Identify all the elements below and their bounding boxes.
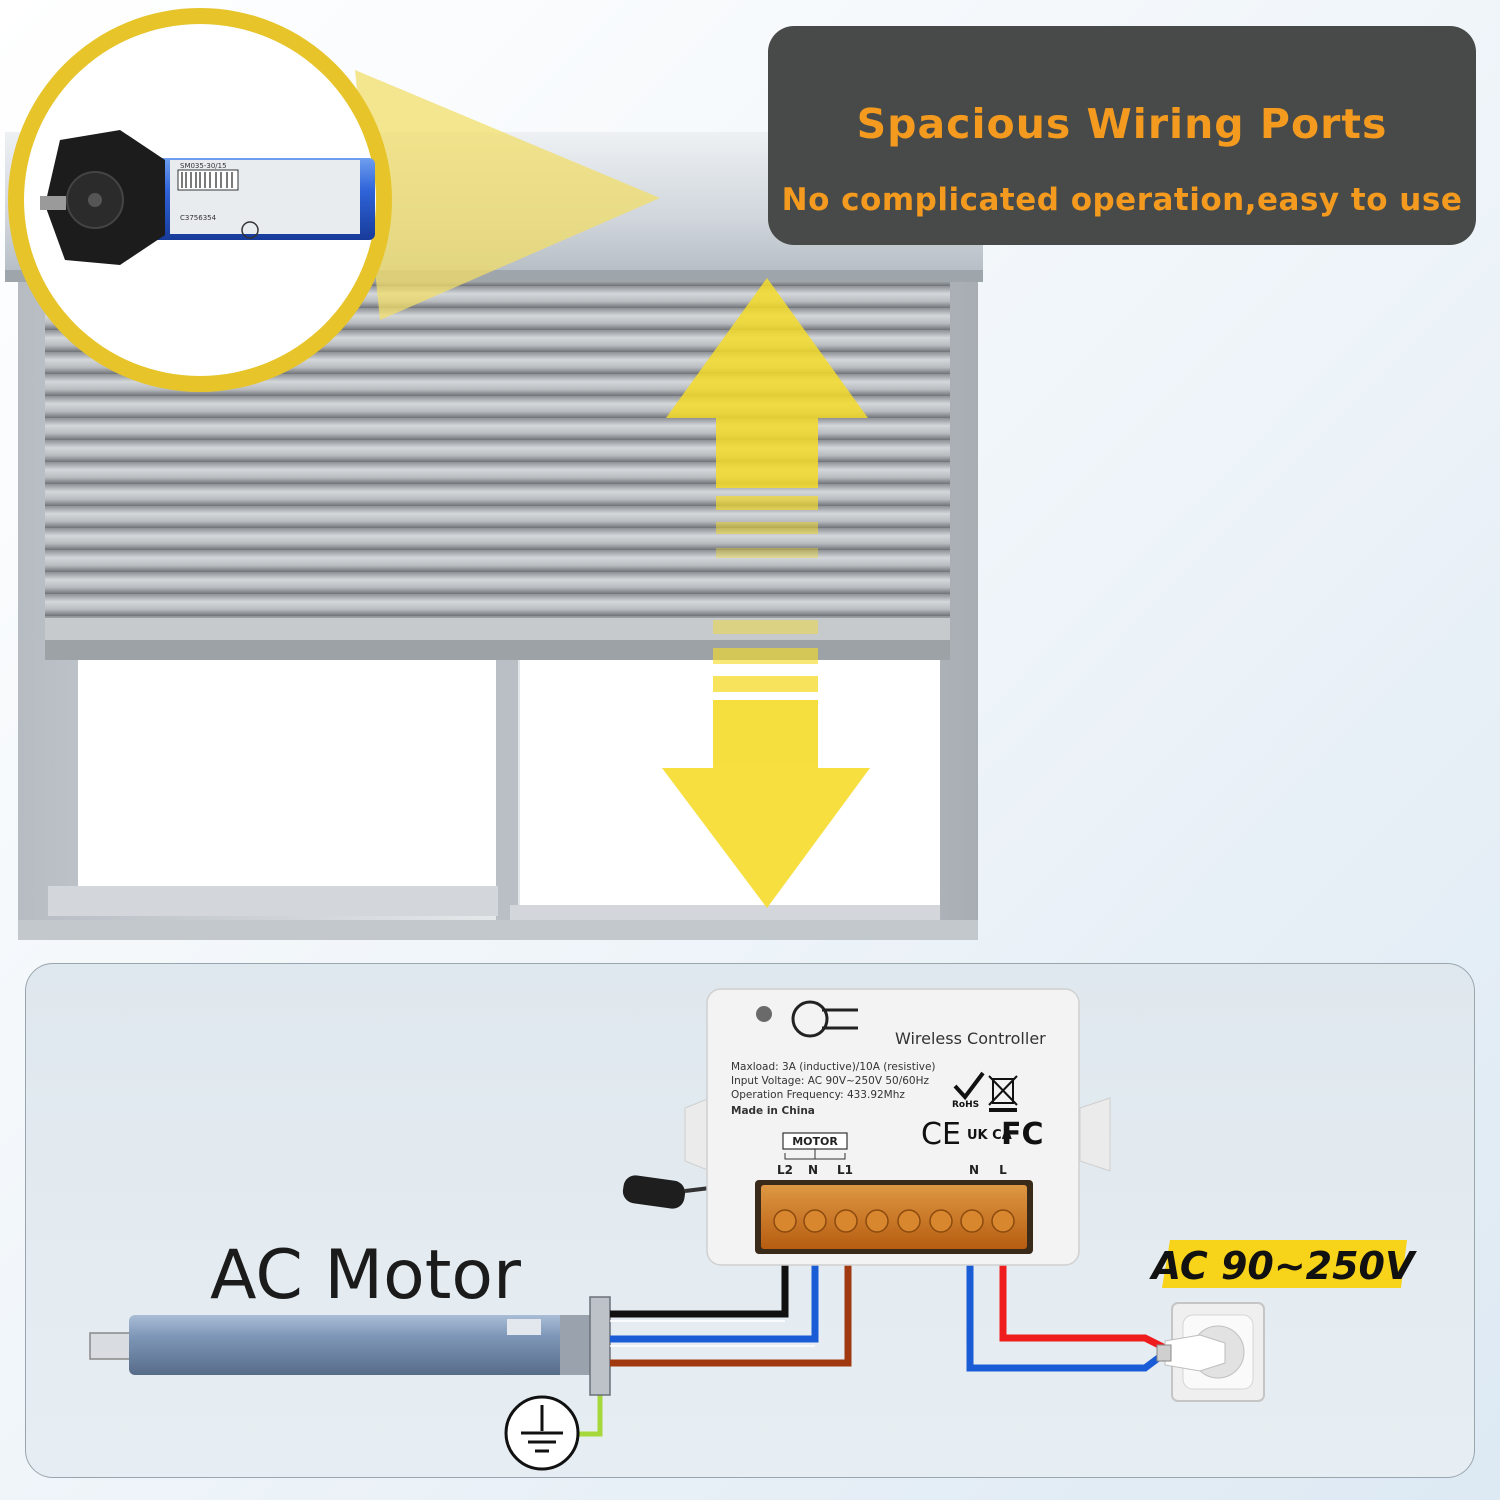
controller-origin: Made in China bbox=[731, 1105, 815, 1117]
wire-blue-power bbox=[966, 1213, 1168, 1372]
cert-rohs: RoHS bbox=[952, 1100, 979, 1110]
headline-panel: Spacious Wiring Ports No complicated ope… bbox=[768, 26, 1476, 245]
cert-ce: CE bbox=[921, 1117, 961, 1152]
cert-ukca: UK CA bbox=[967, 1128, 1012, 1143]
motor-label: AC Motor bbox=[210, 1236, 521, 1315]
motor-tag-serial: C3756354 bbox=[180, 214, 217, 222]
controller-spec-voltage: Input Voltage: AC 90V~250V 50/60Hz bbox=[731, 1075, 930, 1087]
weee-bin-icon bbox=[988, 1075, 1018, 1112]
up-arrow-icon bbox=[666, 278, 868, 558]
power-socket-icon bbox=[1156, 1302, 1265, 1402]
controller-spec-maxload: Maxload: 3A (inductive)/10A (resistive) bbox=[731, 1061, 936, 1073]
terminal-label-n-power: N bbox=[969, 1163, 979, 1177]
wire-red-power bbox=[999, 1213, 1167, 1352]
ground-symbol-icon bbox=[504, 1343, 603, 1471]
terminal-label-l1: L1 bbox=[837, 1163, 853, 1177]
rohs-check-icon bbox=[953, 1071, 985, 1101]
voltage-badge: AC 90~250V bbox=[1149, 1240, 1417, 1288]
controller-brand-label: Wireless Controller bbox=[895, 1029, 1046, 1048]
motor-icon bbox=[89, 1296, 611, 1396]
down-arrow-icon bbox=[662, 620, 870, 908]
roller-shutter-scene: C3756354 SM035-30/15 bbox=[5, 8, 983, 940]
headline-subtitle: No complicated operation,easy to use bbox=[781, 182, 1463, 218]
terminal-label-n-motor: N bbox=[808, 1163, 818, 1177]
wiring-diagram: AC Motor Wireless Controller Maxload: 3A… bbox=[89, 988, 1417, 1471]
headline-title: Spacious Wiring Ports bbox=[856, 100, 1388, 148]
terminal-label-l-power: L bbox=[999, 1163, 1007, 1177]
cert-fc: FC bbox=[1001, 1117, 1044, 1152]
controller-spec-frequency: Operation Frequency: 433.92Mhz bbox=[731, 1089, 905, 1101]
motor-tag-model: SM035-30/15 bbox=[180, 162, 227, 170]
motor-group-label: MOTOR bbox=[792, 1135, 838, 1148]
voltage-label: AC 90~250V bbox=[1149, 1244, 1417, 1288]
antenna-icon bbox=[622, 1175, 711, 1209]
wireless-controller: Wireless Controller Maxload: 3A (inducti… bbox=[684, 988, 1111, 1266]
terminal-label-l2: L2 bbox=[777, 1163, 793, 1177]
